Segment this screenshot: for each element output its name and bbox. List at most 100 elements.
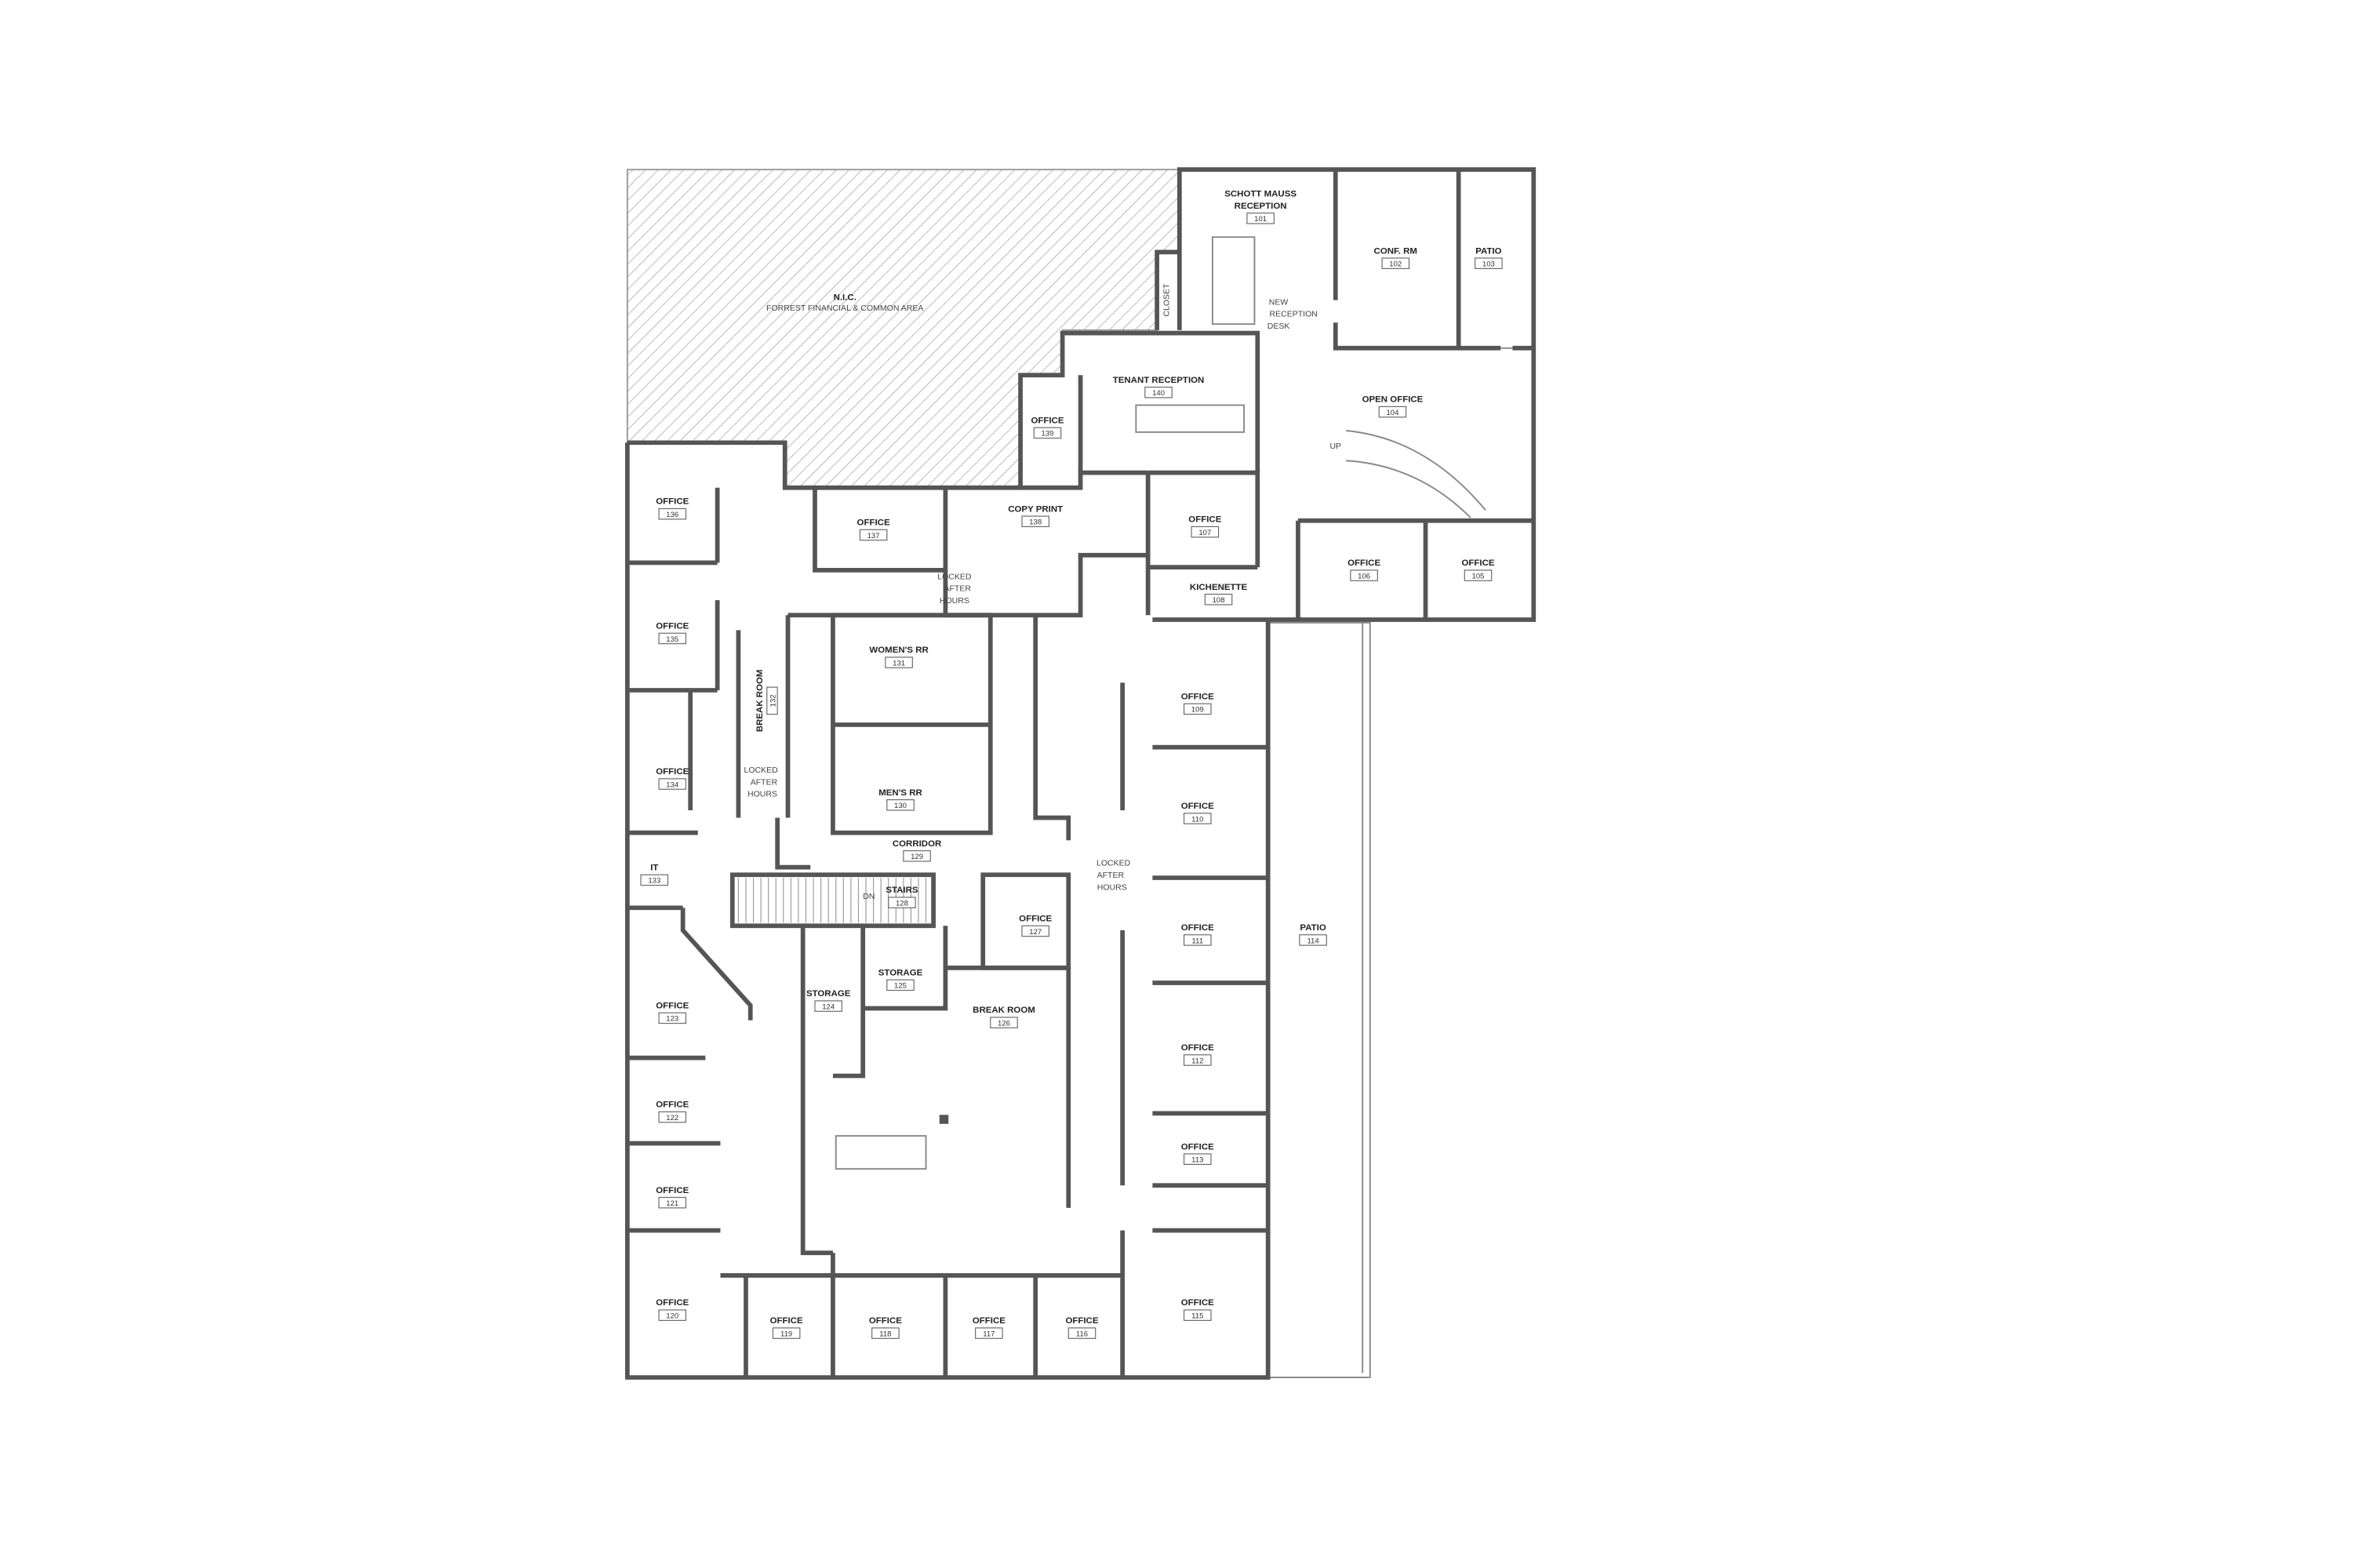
room-number-box [1246, 213, 1275, 224]
room-number: 117 [983, 1330, 995, 1338]
room-label-103: PATIO 103 [1475, 246, 1503, 269]
room-name-line2: RECEPTION [1235, 202, 1287, 211]
room-number: 130 [894, 802, 907, 810]
room-number-box [1033, 427, 1062, 439]
room-number-box [658, 1196, 687, 1209]
room-name: OPEN OFFICE [1362, 395, 1424, 405]
room-number-box [1204, 593, 1233, 606]
room-label-139: OFFICE 139 [1031, 416, 1064, 439]
room-name: CORRIDOR [893, 839, 942, 849]
room-number: 121 [666, 1199, 678, 1208]
room-name: STORAGE [806, 989, 851, 999]
locked-after-hours-note-1: LOCKED AFTER HOURS [937, 572, 972, 606]
room-name: OFFICE [1461, 558, 1494, 568]
room-name: OFFICE [770, 1316, 803, 1326]
room-number-box [1021, 925, 1049, 937]
room-name: OFFICE [1065, 1316, 1098, 1326]
room-number: 119 [780, 1330, 792, 1338]
room-number: 124 [822, 1002, 835, 1011]
room-number-box [886, 979, 915, 991]
room-number-box [766, 686, 778, 715]
room-name: COPY PRINT [1008, 504, 1063, 514]
room-number: 127 [1029, 928, 1042, 937]
room-name: OFFICE [973, 1316, 1006, 1326]
svg-text:LOCKED: LOCKED [744, 766, 778, 775]
room-number: 129 [911, 853, 923, 861]
column [939, 1115, 949, 1124]
room-number-box [658, 778, 687, 790]
room-number-box [1381, 257, 1410, 269]
reception-desk [1211, 236, 1256, 326]
room-name: STORAGE [878, 968, 923, 977]
new-reception-desk-note: RECEPTION [1270, 310, 1318, 319]
room-number: 103 [1482, 260, 1495, 269]
room-number-box [1350, 569, 1378, 581]
room-number: 114 [1307, 937, 1319, 945]
room-name: TENANT RECEPTION [1113, 376, 1205, 385]
room-number: 111 [1192, 937, 1204, 945]
room-name: MEN'S RR [878, 788, 922, 798]
room-number: 110 [1191, 815, 1203, 824]
room-name: PATIO [1475, 246, 1501, 256]
room-label-110: OFFICE 110 [1181, 802, 1214, 824]
svg-text:LOCKED: LOCKED [937, 572, 972, 581]
locked-after-hours-note-2: LOCKED AFTER HOURS [744, 766, 778, 799]
room-name: KICHENETTE [1190, 583, 1248, 592]
tenant-reception-desk [1135, 404, 1246, 433]
room-name: IT [650, 863, 658, 872]
room-number: 116 [1076, 1330, 1088, 1338]
stair-down-label: DN [863, 892, 875, 901]
room-name: OFFICE [656, 497, 689, 507]
room-number-box [1183, 703, 1212, 715]
room-name: OFFICE [1181, 802, 1214, 811]
room-name: OFFICE [1188, 515, 1221, 525]
room-number-box [1183, 934, 1212, 946]
room-number-box [903, 850, 931, 862]
curved-stair [1346, 430, 1486, 518]
room-number: 131 [893, 659, 905, 668]
room-number: 139 [1042, 430, 1054, 438]
room-name: OFFICE [1031, 416, 1064, 425]
room-number-box [990, 1017, 1018, 1028]
room-number: 132 [769, 694, 777, 707]
room-number-box [1299, 934, 1327, 946]
nic-title: N.I.C. [834, 293, 856, 303]
room-number: 102 [1389, 260, 1402, 269]
room-number: 126 [998, 1019, 1010, 1028]
room-number-box [1021, 515, 1049, 528]
room-number-box [871, 1327, 900, 1339]
room-number-box [886, 799, 915, 811]
room-number-box [1378, 406, 1407, 418]
new-reception-desk-note: NEW [1269, 297, 1289, 307]
svg-text:AFTER: AFTER [1097, 871, 1125, 880]
room-number-box [975, 1327, 1003, 1339]
room-number-box [658, 632, 687, 645]
svg-text:HOURS: HOURS [940, 596, 969, 606]
room-name: OFFICE [656, 1101, 689, 1110]
room-number: 115 [1191, 1312, 1203, 1320]
room-number: 106 [1358, 572, 1370, 580]
room-label-117: OFFICE 117 [973, 1316, 1006, 1339]
room-number: 123 [666, 1015, 678, 1024]
room-number-box [885, 657, 913, 668]
svg-text:LOCKED: LOCKED [1096, 859, 1131, 868]
svg-text:HOURS: HOURS [1097, 882, 1127, 892]
room-number-box [1183, 813, 1212, 824]
room-name: OFFICE [1181, 692, 1214, 701]
